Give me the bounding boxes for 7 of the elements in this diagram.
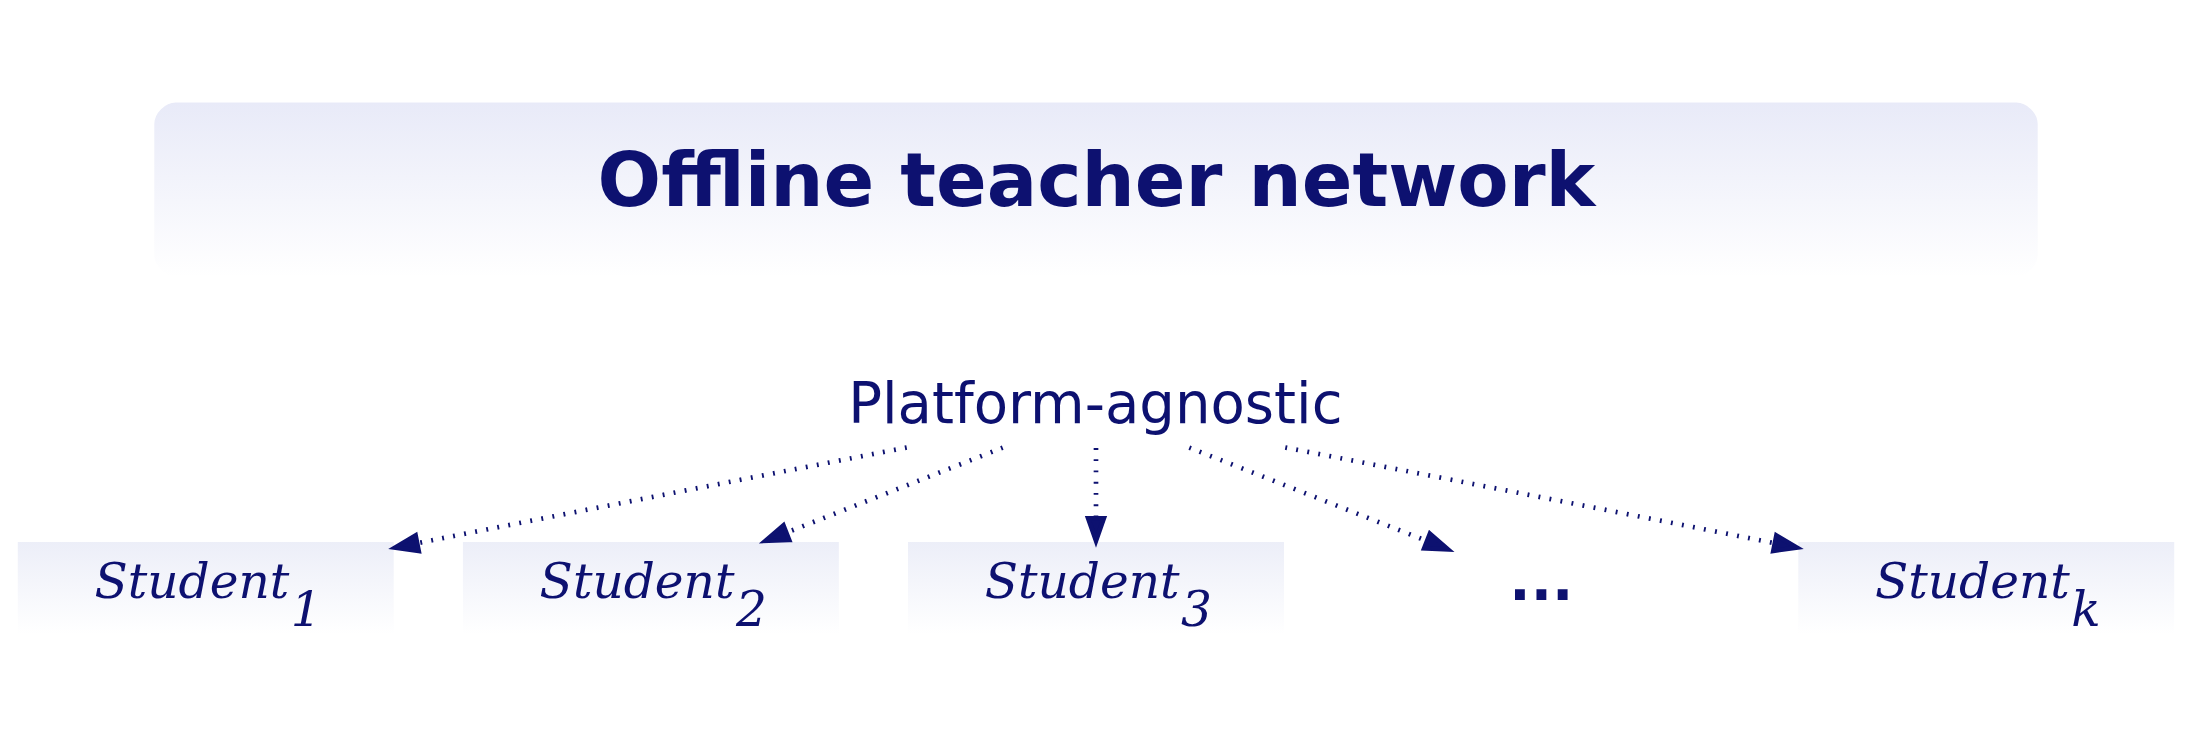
node-text: ... bbox=[1509, 547, 1574, 613]
arrow bbox=[758, 445, 1004, 544]
arrow bbox=[388, 445, 908, 554]
arrow bbox=[1188, 445, 1455, 552]
arrow bbox=[1084, 448, 1108, 548]
arrow bbox=[1284, 445, 1804, 554]
node-text: Platform-agnostic bbox=[848, 371, 1343, 437]
